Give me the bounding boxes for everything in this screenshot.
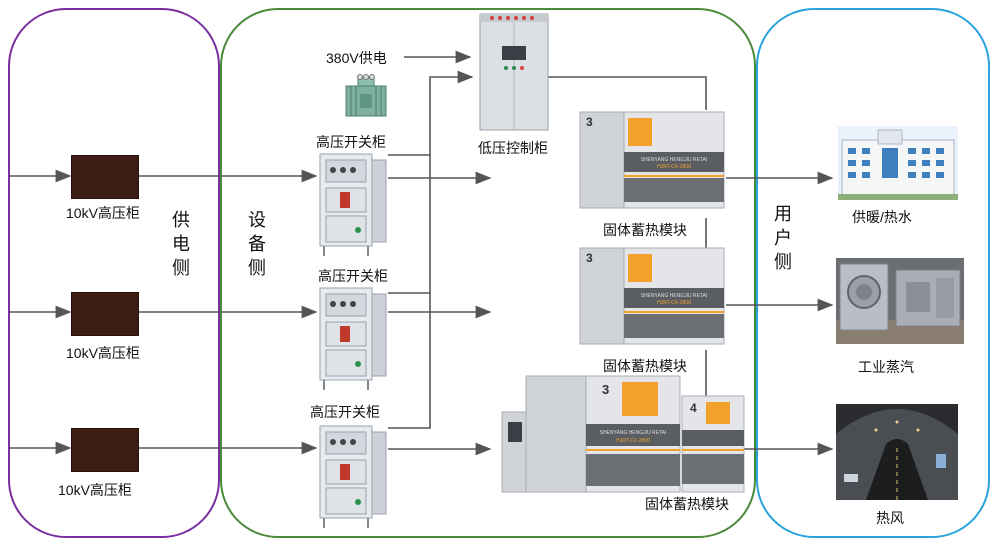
module-model-text-2: HJRT-CX-2800 bbox=[657, 300, 691, 306]
lv-control-line bbox=[548, 76, 707, 110]
output-label-steam: 工业蒸汽 bbox=[858, 359, 914, 375]
low-voltage-cabinet-label: 低压控制柜 bbox=[478, 140, 548, 156]
hv-cabinet-label-2: 10kV高压柜 bbox=[66, 345, 140, 361]
switch-to-lv-cabinet-1 bbox=[388, 70, 474, 156]
low-voltage-cabinet bbox=[479, 13, 549, 131]
hot-air-tunnel-image bbox=[836, 404, 958, 500]
storage-module-label-3: 固体蓄热模块 bbox=[645, 496, 729, 512]
heating-building-image bbox=[838, 126, 958, 200]
hv-cabinet-label-3: 10kV高压柜 bbox=[58, 482, 132, 498]
hv-cabinet-box-1 bbox=[71, 155, 139, 199]
equipment-side-zone bbox=[220, 8, 756, 538]
output-label-heating: 供暖/热水 bbox=[852, 209, 912, 225]
module-number-1: 3 bbox=[586, 115, 593, 129]
storage-module-1: SHENYANG HENGJIU RETAI HJRT-CX-2800 3 bbox=[578, 108, 726, 214]
module-brand-text-2: SHENYANG HENGJIU RETAI bbox=[641, 293, 708, 299]
hv-cabinet-box-2 bbox=[71, 292, 139, 336]
switch-to-lv-cabinet-2 bbox=[388, 155, 431, 294]
user-side-label: 用户侧 bbox=[774, 204, 792, 272]
storage-module-2: SHENYANG HENGJIU RETAI HJRT-CX-2800 3 bbox=[578, 244, 726, 350]
output-label-hot-air: 热风 bbox=[876, 510, 904, 526]
industrial-steam-image bbox=[836, 258, 964, 344]
equipment-side-label: 设备侧 bbox=[248, 210, 266, 278]
supply-side-zone bbox=[8, 8, 220, 538]
supply-side-label: 供电侧 bbox=[172, 210, 190, 278]
module-brand-text-3: SHENYANG HENGJIU RETAI bbox=[600, 430, 667, 436]
switchgear-cabinet-3 bbox=[319, 425, 387, 528]
switchgear-label-3: 高压开关柜 bbox=[310, 404, 380, 420]
storage-module-label-2: 固体蓄热模块 bbox=[603, 358, 687, 374]
storage-module-3: SHENYANG HENGJIU RETAI HJRT-CX-2800 3 4 bbox=[500, 372, 748, 496]
switchgear-cabinet-2 bbox=[319, 287, 387, 390]
switchgear-cabinet-1 bbox=[319, 153, 387, 256]
power-380-label: 380V供电 bbox=[326, 50, 387, 66]
module-number-2: 3 bbox=[586, 251, 593, 265]
storage-module-label-1: 固体蓄热模块 bbox=[603, 222, 687, 238]
switchgear-label-2: 高压开关柜 bbox=[318, 268, 388, 284]
module-model-text-3: HJRT-CX-2800 bbox=[616, 438, 650, 444]
module-number-3: 3 bbox=[602, 382, 609, 397]
hv-cabinet-box-3 bbox=[71, 428, 139, 472]
transformer-icon bbox=[345, 74, 387, 117]
switchgear-label-1: 高压开关柜 bbox=[316, 134, 386, 150]
module-number-4: 4 bbox=[690, 401, 697, 415]
module-brand-text-1: SHENYANG HENGJIU RETAI bbox=[641, 157, 708, 163]
hv-cabinet-label-1: 10kV高压柜 bbox=[66, 205, 140, 221]
module-model-text-1: HJRT-CX-2800 bbox=[657, 164, 691, 170]
switch-to-lv-cabinet-3 bbox=[388, 293, 431, 429]
user-side-zone bbox=[756, 8, 990, 538]
